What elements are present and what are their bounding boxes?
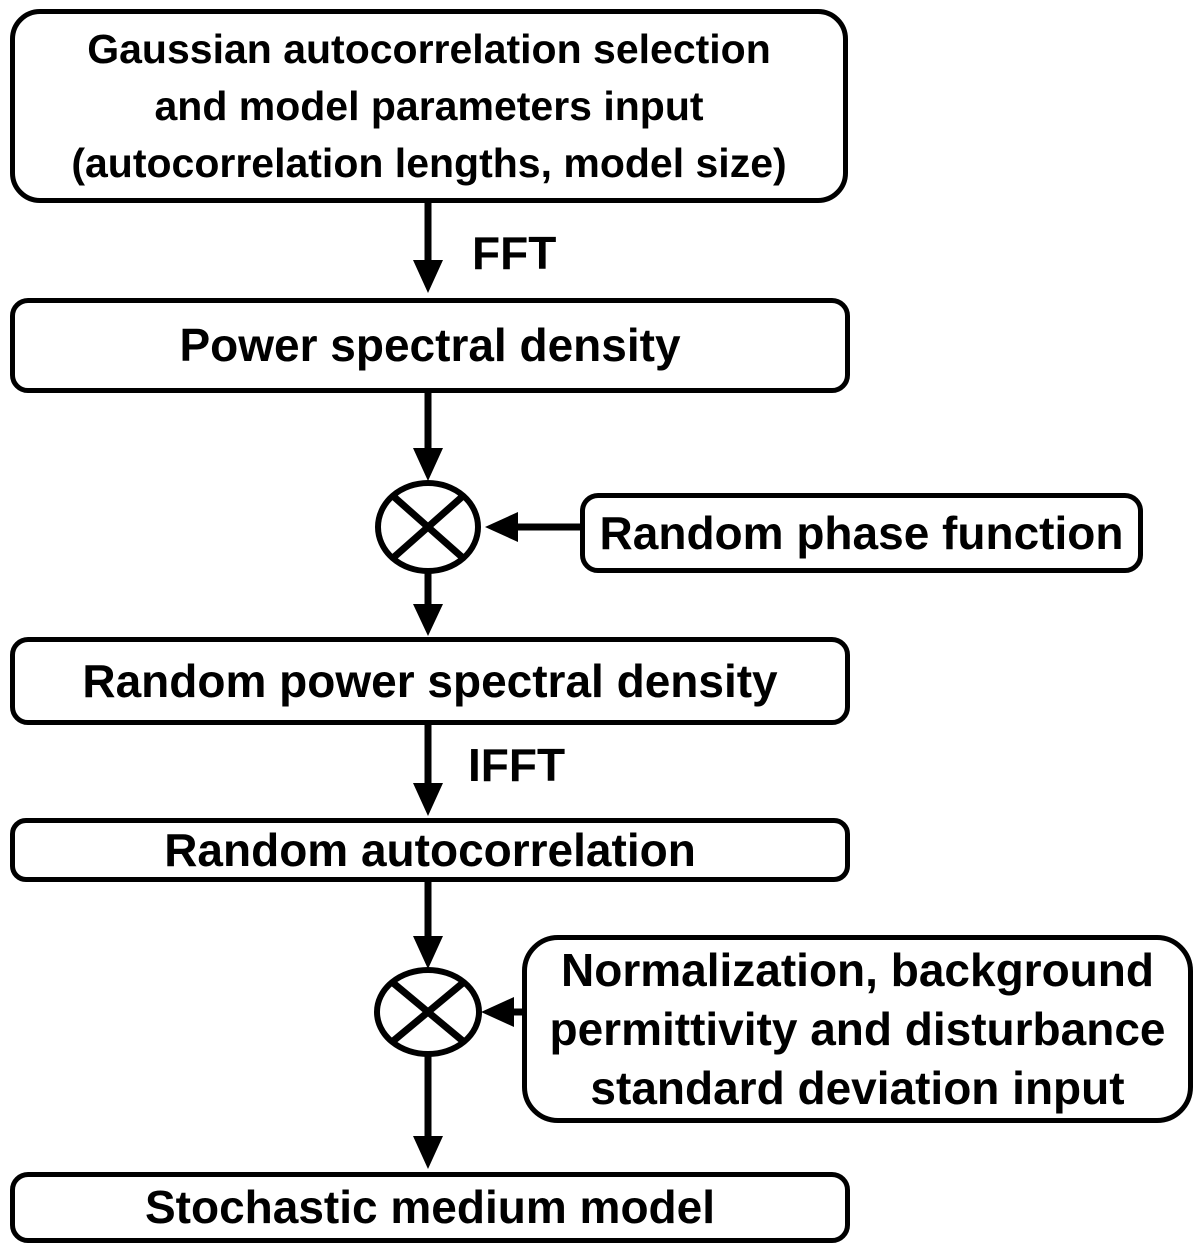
arrow-ra-to-multiply — [413, 882, 443, 969]
multiply-operator-2-icon — [374, 967, 482, 1057]
gaussian-input-line-1: Gaussian autocorrelation selection — [87, 25, 771, 72]
normalization-input-line-1: Normalization, background — [561, 943, 1154, 996]
process-box-power-spectral-density: Power spectral density — [10, 298, 850, 393]
process-box-stochastic-medium-model: Stochastic medium model — [10, 1172, 850, 1243]
normalization-input-line-2: permittivity and disturbance — [549, 1002, 1166, 1055]
gaussian-input-line-2: and model parameters input — [154, 82, 704, 129]
edge-label-ifft: IFFT — [468, 739, 566, 791]
arrow-ifft — [413, 725, 443, 816]
random-power-spectral-density-label: Random power spectral density — [82, 654, 778, 707]
random-phase-function-label: Random phase function — [599, 506, 1124, 559]
process-box-random-phase-function: Random phase function — [580, 493, 1143, 573]
process-box-random-power-spectral-density: Random power spectral density — [10, 637, 850, 725]
process-box-gaussian-input: Gaussian autocorrelation selection and m… — [10, 9, 848, 203]
multiply-operator-1-icon — [375, 480, 481, 574]
normalization-input-line-3: standard deviation input — [590, 1061, 1125, 1114]
power-spectral-density-label: Power spectral density — [179, 319, 681, 372]
arrow-multiply-to-smm — [413, 1054, 443, 1169]
process-box-random-autocorrelation: Random autocorrelation — [10, 818, 850, 882]
arrow-random-phase-to-multiply — [485, 512, 580, 542]
stochastic-medium-model-label: Stochastic medium model — [144, 1181, 715, 1234]
arrow-fft — [413, 203, 443, 293]
arrow-normalization-to-multiply — [481, 997, 522, 1027]
random-autocorrelation-label: Random autocorrelation — [164, 823, 696, 876]
edge-label-fft: FFT — [472, 227, 557, 279]
arrow-multiply-to-rpsd — [413, 571, 443, 636]
gaussian-input-line-3: (autocorrelation lengths, model size) — [71, 139, 787, 186]
process-box-normalization-input: Normalization, background permittivity a… — [522, 935, 1193, 1123]
arrow-psd-to-multiply — [413, 393, 443, 481]
